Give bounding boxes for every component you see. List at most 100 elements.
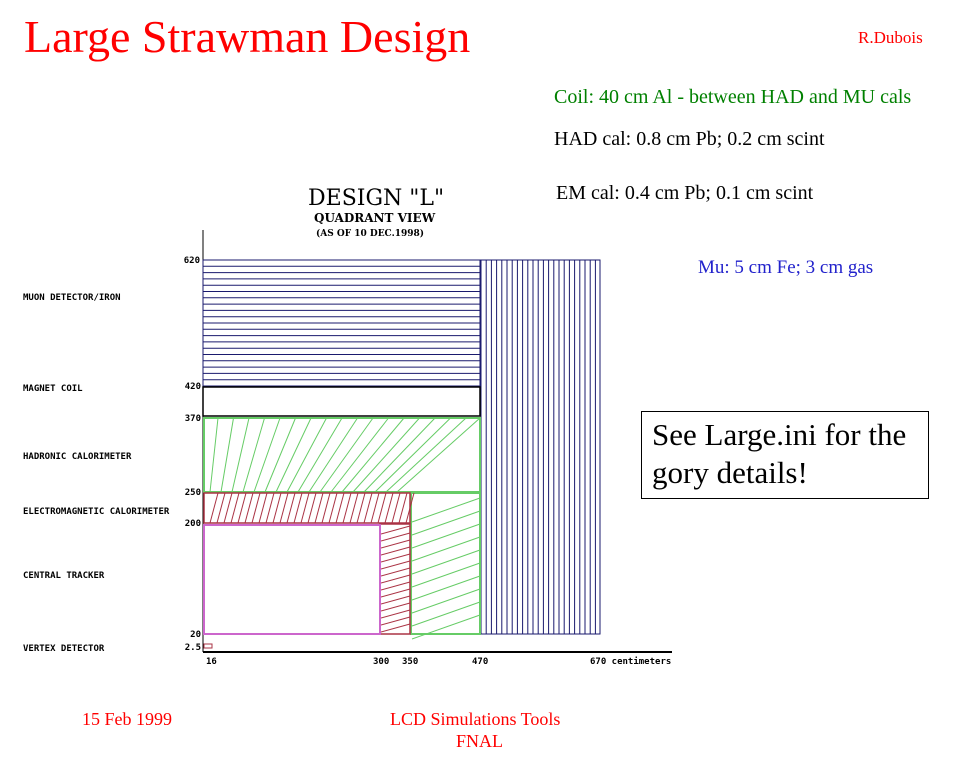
label-em: ELECTROMAGNETIC CALORIMETER — [23, 507, 170, 517]
hatch-line — [380, 588, 411, 598]
hatch-line — [411, 536, 481, 562]
y-tick: 620 — [184, 256, 200, 266]
hatch-line — [321, 492, 331, 524]
hatch-line — [272, 492, 282, 524]
hatch-line — [380, 595, 411, 605]
hatch-line — [223, 492, 233, 524]
footer-date: 15 Feb 1999 — [82, 709, 172, 729]
hatch-line — [342, 492, 352, 524]
hatch-line — [380, 574, 411, 584]
diagram-date: (AS OF 10 DEC.1998) — [316, 228, 424, 239]
hatch-line — [391, 492, 401, 524]
hatch-line — [293, 492, 303, 524]
label-had: HADRONIC CALORIMETER — [23, 452, 132, 462]
label-muon: MUON DETECTOR/IRON — [23, 293, 121, 303]
x-tick: 350 — [402, 657, 418, 667]
hatch-line — [380, 602, 411, 612]
footer-lab: FNAL — [456, 731, 504, 751]
em-spec: EM cal: 0.4 cm Pb; 0.1 cm scint — [556, 182, 814, 204]
hatch-line — [264, 417, 296, 493]
hatch-line — [209, 492, 219, 524]
hatch-line — [396, 417, 481, 493]
hatch-line — [341, 417, 405, 493]
hatch-line — [411, 588, 481, 614]
hatch-line — [297, 417, 343, 493]
hatch-line — [251, 492, 261, 524]
hatch-line — [377, 492, 387, 524]
y-tick: 370 — [185, 414, 201, 424]
hatch-line — [370, 492, 380, 524]
hatch-line — [411, 523, 481, 549]
hatch-line — [411, 497, 481, 523]
hatch-line — [385, 417, 467, 493]
mu-spec: Mu: 5 cm Fe; 3 cm gas — [698, 257, 874, 278]
hatch-line — [319, 417, 374, 493]
hatch-line — [242, 417, 265, 493]
y-tick: 20 — [190, 630, 201, 640]
hatch-line — [307, 492, 317, 524]
label-vertex: VERTEX DETECTOR — [23, 644, 105, 654]
y-tick: 250 — [185, 488, 201, 498]
x-tick: 300 — [373, 657, 389, 667]
hatch-line — [279, 492, 289, 524]
hatch-line — [411, 601, 481, 627]
hatch-line — [380, 567, 411, 577]
hatch-line — [398, 492, 408, 524]
hatch-line — [335, 492, 345, 524]
hatch-line — [275, 417, 312, 493]
hatch-line — [380, 532, 411, 542]
muon-endcap — [480, 259, 601, 635]
x-tick: 670 centimeters — [590, 656, 671, 667]
hatch-line — [356, 492, 366, 524]
x-tick: 470 — [472, 657, 488, 667]
hatch-line — [380, 553, 411, 563]
hatch-line — [380, 616, 411, 626]
hatch-line — [265, 492, 275, 524]
hatch-line — [380, 581, 411, 591]
had-spec: HAD cal: 0.8 cm Pb; 0.2 cm scint — [554, 128, 825, 150]
y-tick: 420 — [185, 382, 201, 392]
label-tracker: CENTRAL TRACKER — [23, 571, 105, 581]
vertex-detector — [203, 643, 213, 649]
coil-spec: Coil: 40 cm Al - between HAD and MU cals — [554, 86, 912, 108]
hatch-line — [380, 525, 411, 535]
hatch-line — [258, 492, 268, 524]
hatch-line — [374, 417, 451, 493]
hatch-line — [411, 614, 481, 640]
hatch-line — [411, 562, 481, 588]
x-tick: 16 — [206, 657, 217, 667]
hatch-line — [405, 492, 415, 524]
hatch-line — [300, 492, 310, 524]
slide-title: Large Strawman Design — [24, 11, 471, 62]
y-tick: 2.5 — [185, 643, 201, 653]
magnet-coil — [202, 386, 481, 417]
hatch-line — [349, 492, 359, 524]
hatch-line — [330, 417, 389, 493]
hatch-line — [308, 417, 358, 493]
central-tracker — [203, 524, 381, 635]
label-coil: MAGNET COIL — [23, 384, 83, 394]
hatch-line — [363, 492, 373, 524]
em-endcap — [379, 523, 411, 635]
note-box: See Large.ini for the gory details! — [641, 411, 929, 499]
hatch-line — [216, 492, 226, 524]
hatch-line — [253, 417, 281, 493]
hatch-line — [328, 492, 338, 524]
hatch-line — [384, 492, 394, 524]
hatch-line — [220, 417, 234, 493]
hatch-line — [380, 560, 411, 570]
hatch-line — [380, 609, 411, 619]
hatch-line — [380, 546, 411, 556]
hatch-line — [380, 539, 411, 549]
region-outline — [480, 259, 601, 635]
hatch-line — [209, 417, 219, 493]
had-barrel — [203, 417, 481, 493]
hatch-line — [411, 510, 481, 536]
author: R.Dubois — [858, 28, 923, 47]
hatch-line — [411, 575, 481, 601]
hatch-line — [352, 417, 420, 493]
hatch-line — [244, 492, 254, 524]
hatch-line — [231, 417, 250, 493]
had-endcap — [410, 492, 481, 640]
